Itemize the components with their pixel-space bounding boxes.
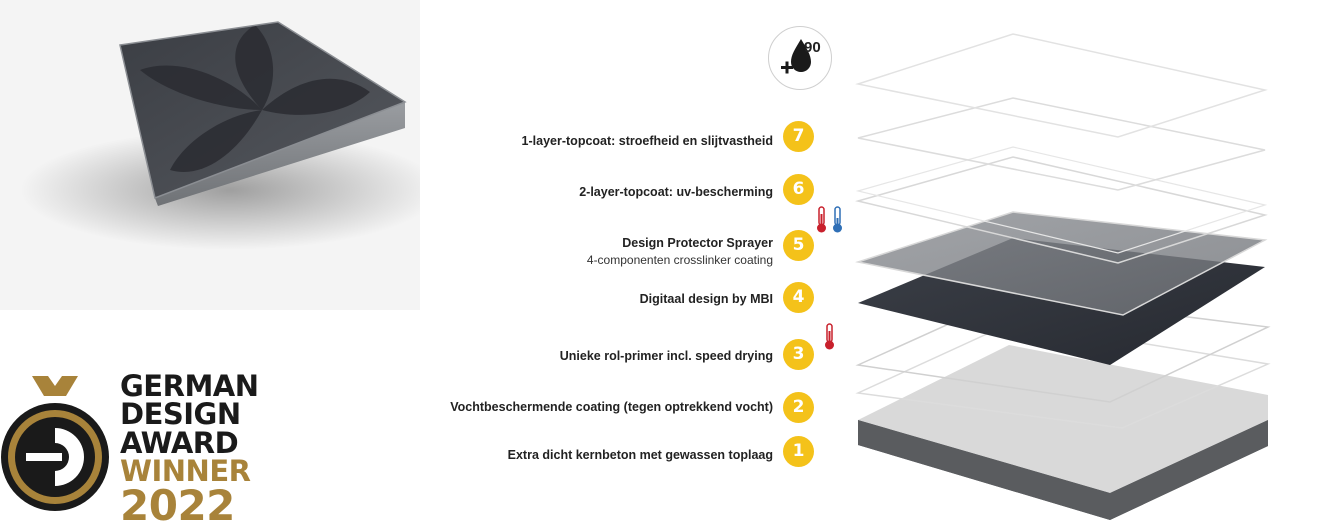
thermometer-hot-icon [817, 206, 826, 233]
thermometer-cold-icon [833, 206, 842, 233]
layer-1-label: Extra dicht kernbeton met gewassen topla… [507, 448, 773, 462]
layer-6-label: 2-layer-topcoat: uv-bescherming [579, 185, 773, 199]
award-line-winner: WINNER [120, 454, 251, 489]
badge-number: 90 [804, 39, 821, 56]
award-line-german: GERMAN [120, 369, 259, 403]
german-design-award-logo: GERMAN DESIGN AWARD WINNER 2022 [0, 370, 260, 530]
layer-4-number: 4 [783, 282, 814, 313]
layer-7-label: 1-layer-topcoat: stroefheid en slijtvast… [521, 134, 773, 148]
layer-6-number: 6 [783, 174, 814, 205]
layer-5-number: 5 [783, 230, 814, 261]
award-line-design: DESIGN [120, 397, 241, 432]
layer-7-number: 7 [783, 121, 814, 152]
award-line-award: AWARD [120, 425, 239, 460]
layer-2-label: Vochtbeschermende coating (tegen optrekk… [450, 400, 773, 414]
layer-3-label: Unieke rol-primer incl. speed drying [559, 349, 773, 363]
award-line-year: 2022 [120, 480, 235, 530]
layer-stack-diagram [855, 33, 1271, 520]
layer-5-sublabel: 4-componenten crosslinker coating [586, 253, 773, 267]
thermometer-hot-icon [825, 323, 834, 350]
layer-5-label: Design Protector Sprayer 4-componenten c… [586, 236, 773, 267]
layer-2-number: 2 [783, 392, 814, 423]
layer-1-number: 1 [783, 436, 814, 467]
layer-1-top [858, 345, 1268, 493]
layer-2-shape [855, 321, 1271, 429]
droplet-plus-icon [781, 39, 811, 74]
layer-3-number: 3 [783, 339, 814, 370]
layer-4-label: Digitaal design by MBI [639, 292, 773, 306]
water-resistance-badge: 90 [768, 26, 832, 90]
award-text: GERMAN DESIGN AWARD WINNER 2022 [120, 369, 259, 530]
layer-7-shape [857, 97, 1266, 191]
tile-photo [0, 0, 420, 310]
top-layer-shape [855, 33, 1268, 138]
layer-6-shape [855, 156, 1268, 264]
